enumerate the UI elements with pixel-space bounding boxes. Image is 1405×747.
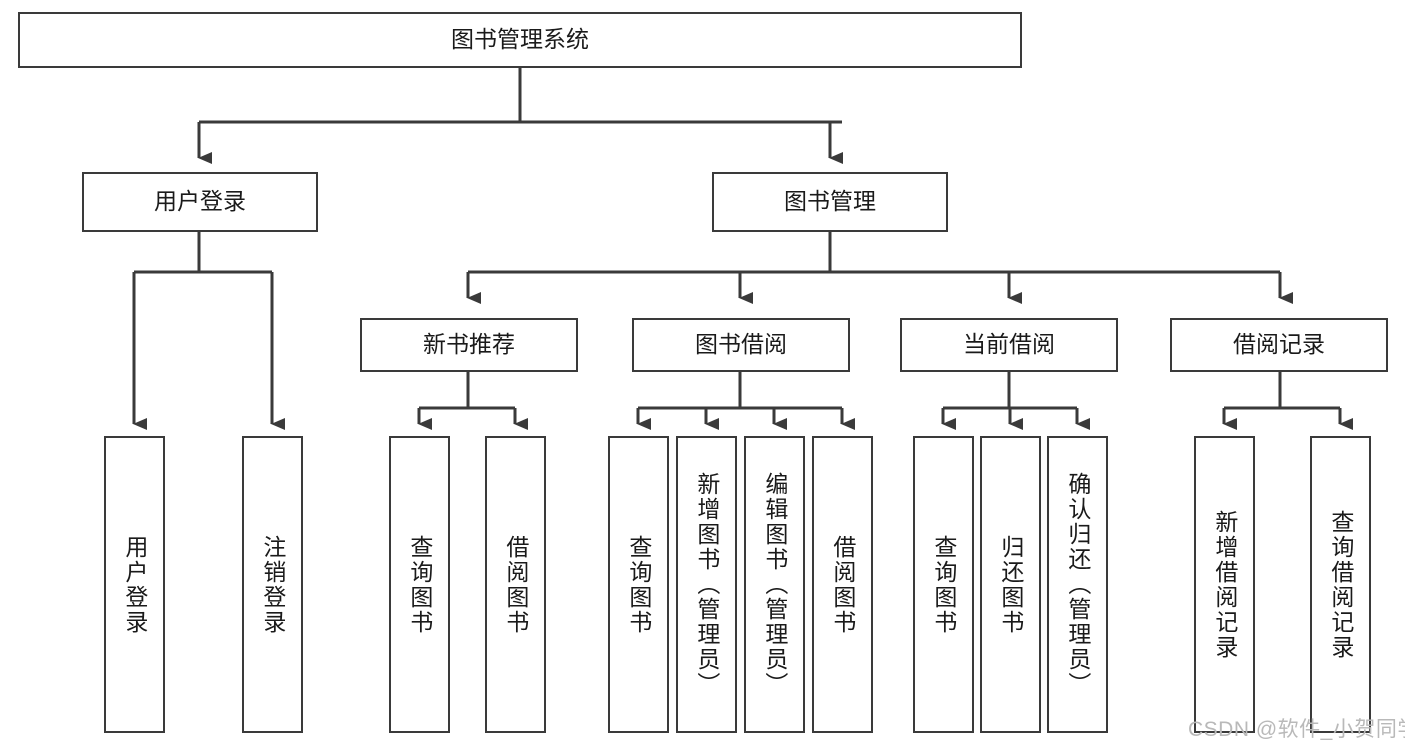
node-leaf-query-book-1[interactable]: 查询图书 (389, 436, 450, 733)
node-label: 新书推荐 (423, 331, 515, 358)
node-label: 用户登录 (121, 534, 148, 635)
node-new-book-recommend[interactable]: 新书推荐 (360, 318, 578, 372)
csdn-watermark: CSDN @软件_小贺同学 (1188, 718, 1405, 741)
node-label: 查询图书 (625, 534, 652, 635)
node-leaf-user-login[interactable]: 用户登录 (104, 436, 165, 733)
node-leaf-confirm-return[interactable]: 确认归还（管理员） (1047, 436, 1108, 733)
node-label: 图书借阅 (695, 331, 787, 358)
node-label: 查询图书 (930, 534, 957, 635)
node-borrow-record[interactable]: 借阅记录 (1170, 318, 1388, 372)
node-leaf-query-book-3[interactable]: 查询图书 (913, 436, 974, 733)
node-label: 图书管理系统 (451, 26, 589, 53)
node-label: 注销登录 (259, 534, 286, 635)
node-label: 查询图书 (406, 534, 433, 635)
node-label: 用户登录 (154, 188, 246, 215)
node-label: 当前借阅 (963, 331, 1055, 358)
node-label: 图书管理 (784, 188, 876, 215)
node-leaf-query-borrow-record[interactable]: 查询借阅记录 (1310, 436, 1371, 733)
node-leaf-logout-login[interactable]: 注销登录 (242, 436, 303, 733)
node-leaf-borrow-book-2[interactable]: 借阅图书 (812, 436, 873, 733)
node-current-borrow[interactable]: 当前借阅 (900, 318, 1118, 372)
node-leaf-edit-book[interactable]: 编辑图书（管理员） (744, 436, 805, 733)
node-leaf-query-book-2[interactable]: 查询图书 (608, 436, 669, 733)
node-label: 新增图书（管理员） (693, 472, 720, 697)
node-book-management-system[interactable]: 图书管理系统 (18, 12, 1022, 68)
node-book-manage[interactable]: 图书管理 (712, 172, 948, 232)
node-leaf-borrow-book-1[interactable]: 借阅图书 (485, 436, 546, 733)
node-leaf-return-book[interactable]: 归还图书 (980, 436, 1041, 733)
node-label: 借阅图书 (829, 534, 856, 635)
node-label: 借阅图书 (502, 534, 529, 635)
node-label: 借阅记录 (1233, 331, 1325, 358)
node-label: 新增借阅记录 (1211, 509, 1238, 660)
node-leaf-add-borrow-record[interactable]: 新增借阅记录 (1194, 436, 1255, 733)
node-leaf-add-book[interactable]: 新增图书（管理员） (676, 436, 737, 733)
node-label: 编辑图书（管理员） (761, 472, 788, 697)
node-book-borrow[interactable]: 图书借阅 (632, 318, 850, 372)
node-label: 归还图书 (997, 534, 1024, 635)
node-user-login[interactable]: 用户登录 (82, 172, 318, 232)
node-label: 查询借阅记录 (1327, 509, 1354, 660)
node-label: 确认归还（管理员） (1064, 472, 1091, 697)
